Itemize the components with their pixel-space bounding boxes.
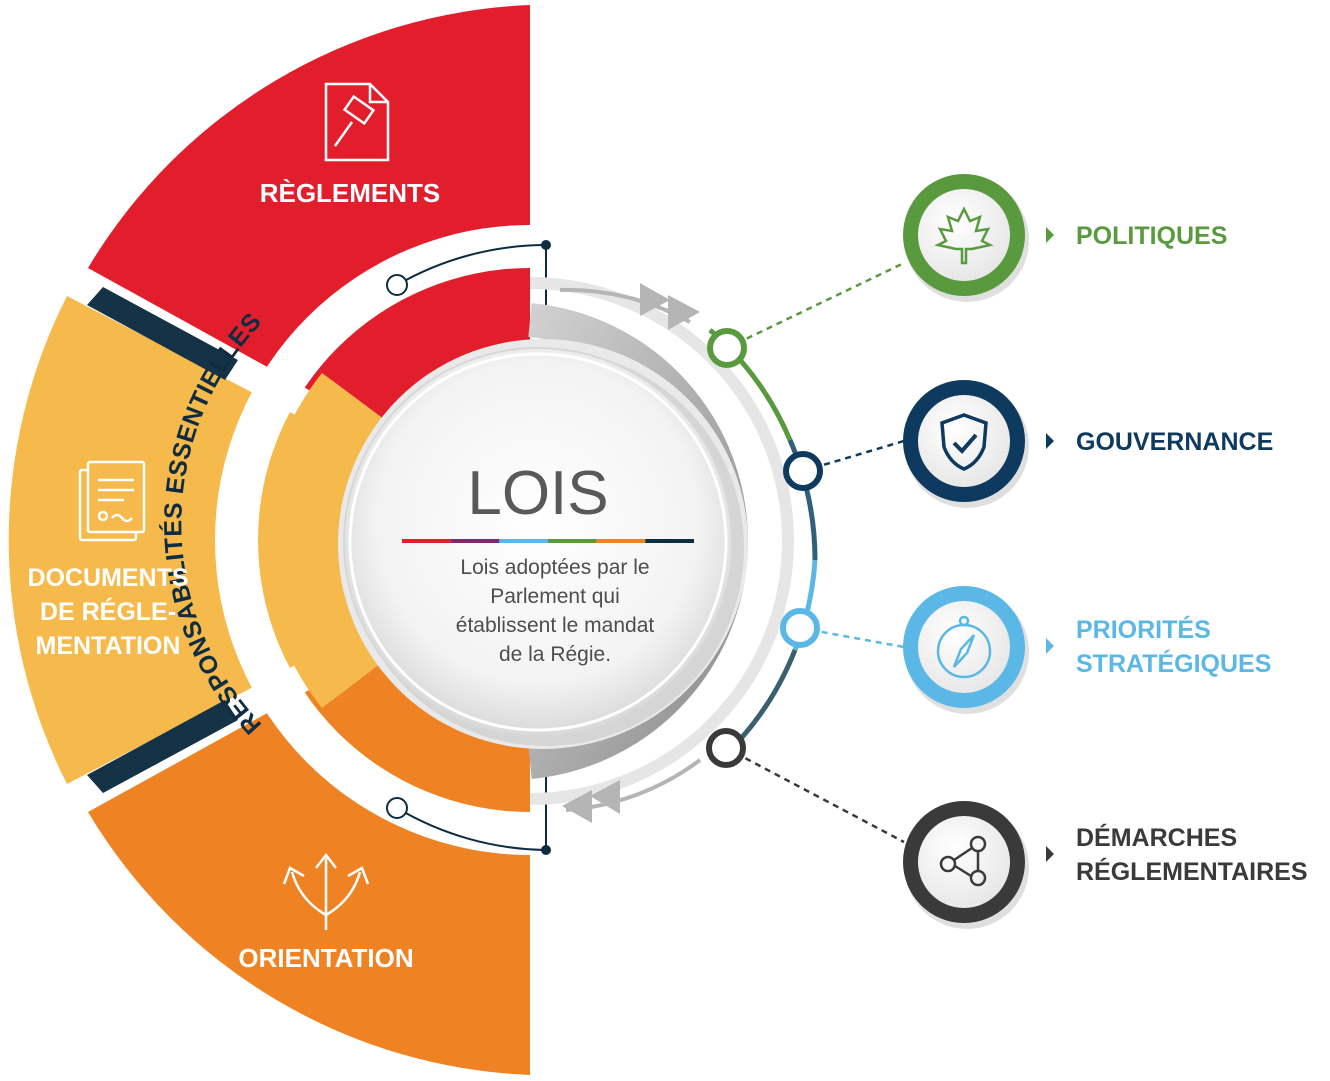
chevron-right-icon [1046, 227, 1054, 243]
separator-bottom [87, 700, 238, 793]
right-item[interactable]: DÉMARCHES RÉGLEMENTAIRES [706, 728, 1308, 929]
orientation-label: ORIENTATION [238, 943, 413, 973]
stripe-segment [596, 539, 646, 543]
chevron-right-icon [1046, 846, 1054, 862]
right-item[interactable]: PRIORITÉS STRATÉGIQUES [780, 586, 1271, 714]
arc-node-bottom [386, 797, 408, 819]
compass-icon [936, 615, 992, 679]
separator-top [87, 287, 238, 380]
right-item-label: GOUVERNANCE [1076, 428, 1273, 456]
color-stripe [402, 539, 694, 543]
stripe-segment [499, 539, 548, 543]
documents-stack-icon [78, 460, 146, 542]
dashed-connector [726, 261, 905, 350]
maple-leaf-icon [934, 206, 994, 265]
split-arrows-icon [282, 852, 370, 930]
shield-check-icon [940, 413, 988, 471]
icon-disc [918, 816, 1010, 908]
right-item-label: PRIORITÉS [1076, 615, 1211, 644]
gavel-document-icon [324, 82, 390, 162]
icon-disc [918, 395, 1010, 487]
documents-label-line1: DOCUMENTS [27, 564, 188, 592]
right-item[interactable]: GOUVERNANCE [783, 380, 1273, 508]
stripe-segment [645, 539, 694, 543]
lois-title: LOIS [467, 459, 608, 528]
right-item-label: RÉGLEMENTAIRES [1076, 857, 1308, 886]
reglements-label: RÈGLEMENTS [260, 178, 441, 208]
lois-desc-line4: de la Régie. [499, 643, 611, 666]
stripe-segment [402, 539, 451, 543]
inner-ring-orange [322, 660, 530, 809]
lois-desc-line1: Lois adoptées par le [460, 556, 649, 579]
documents-label-line3: MENTATION [36, 632, 181, 660]
documents-label-line2: DE RÉGLE- [40, 597, 176, 626]
lois-desc-line3: établissent le mandat [456, 614, 655, 637]
stripe-segment [548, 539, 597, 543]
right-item-label: DÉMARCHES [1076, 823, 1237, 852]
network-nodes-icon [939, 835, 987, 887]
right-item-label: POLITIQUES [1076, 222, 1227, 250]
dashed-connector [725, 746, 905, 844]
ring-node [780, 608, 820, 648]
lois-desc-line2: Parlement qui [490, 585, 620, 608]
inner-ring-red [322, 272, 530, 420]
right-item-label: STRATÉGIQUES [1076, 649, 1271, 678]
dashed-connector [799, 626, 905, 649]
icon-disc [918, 189, 1010, 281]
segment-documents[interactable] [8, 296, 305, 784]
arc-node-top [386, 274, 408, 296]
ring-node [706, 728, 746, 768]
ring-node [783, 451, 823, 491]
stripe-segment [450, 539, 500, 543]
right-item[interactable]: POLITIQUES [707, 174, 1227, 368]
ring-node [707, 328, 747, 368]
white-text-band [215, 225, 530, 855]
chevron-right-icon [1046, 433, 1054, 449]
center-circle [338, 339, 748, 749]
right-items: POLITIQUES GOUVERNANCE PRIORITÉS STRATÉGIQU… [706, 174, 1308, 929]
chevron-right-icon [1046, 638, 1054, 654]
